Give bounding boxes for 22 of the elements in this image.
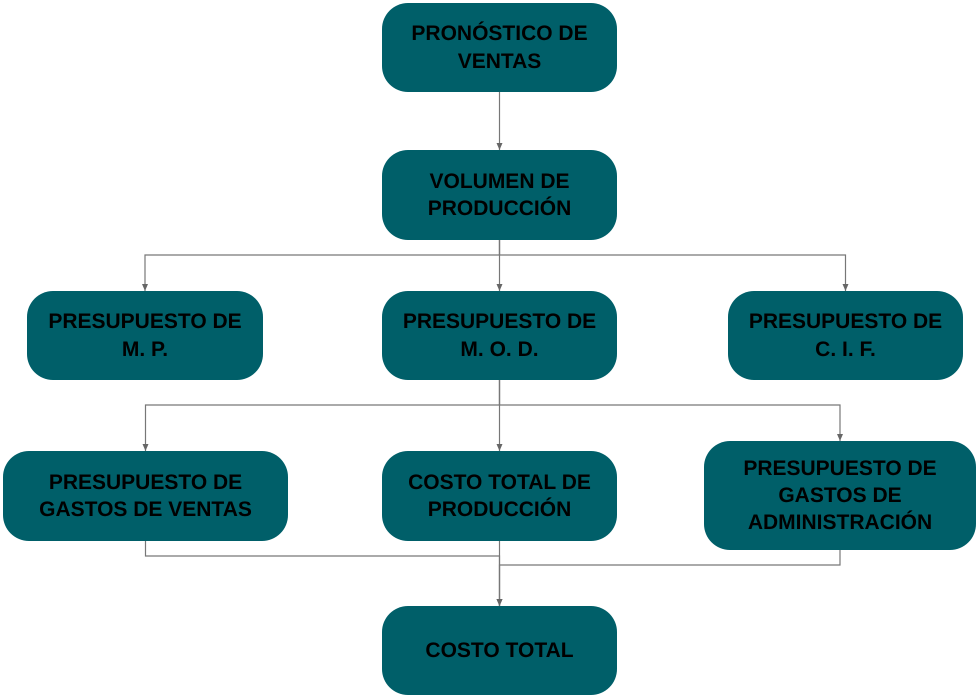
process-box [27, 291, 263, 380]
box-label: PRONÓSTICO DE VENTAS [410, 20, 589, 74]
connector-arrow [496, 92, 502, 150]
box-label: PRESUPUESTO DE C. I. F. [748, 309, 944, 362]
process-box [3, 451, 288, 541]
box-label: VOLUMEN DE PRODUCCIÓN [426, 168, 572, 222]
box-label: PRESUPUESTO DE M. P. [47, 309, 243, 362]
process-box [382, 150, 617, 240]
box-label: PRESUPUESTO DE GASTOS DE VENTAS [38, 470, 253, 523]
process-box [382, 451, 617, 541]
process-box [382, 291, 617, 380]
connector-arrow [498, 240, 848, 291]
process-box [728, 291, 963, 380]
process-box [704, 441, 976, 550]
box-label: COSTO TOTAL [425, 638, 574, 664]
process-box [382, 3, 617, 92]
box-label: COSTO TOTAL DE PRODUCCIÓN [407, 470, 592, 523]
process-box [382, 606, 617, 695]
connector-arrow [496, 550, 841, 606]
box-label: PRESUPUESTO DE GASTOS DE ADMINISTRACIÓN [742, 456, 938, 536]
box-label: PRESUPUESTO DE M. O. D. [402, 309, 598, 362]
connector-arrow [498, 380, 843, 441]
